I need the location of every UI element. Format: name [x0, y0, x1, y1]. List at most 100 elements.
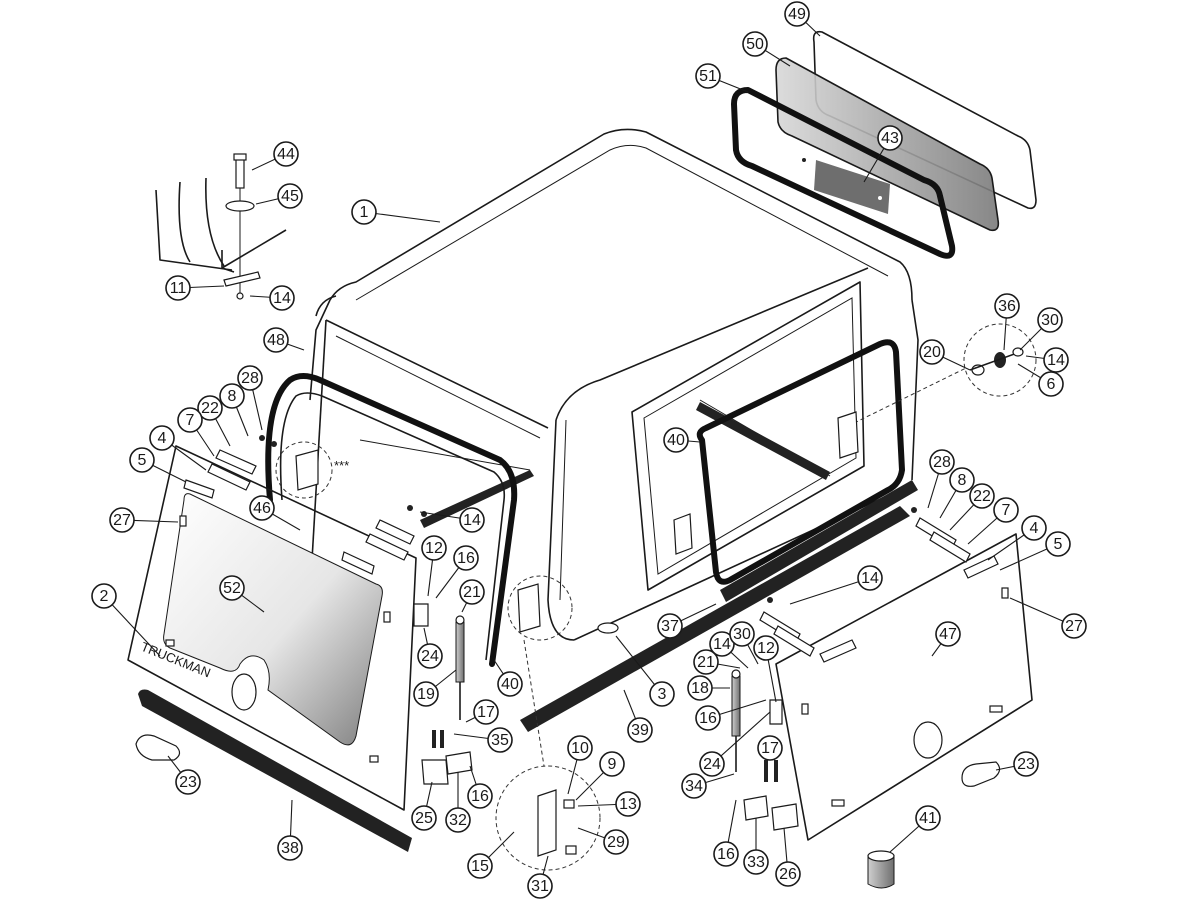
callout-c27a: 27	[109, 507, 135, 533]
callout-number: 12	[757, 640, 775, 657]
callout-c40a: 40	[663, 427, 689, 453]
rear-door-hinges	[207, 435, 427, 561]
gas-strut-rear	[455, 615, 465, 720]
callout-number: 16	[699, 710, 717, 727]
callout-number: 6	[1047, 376, 1056, 393]
callout-number: 27	[113, 512, 131, 529]
callout-circle	[1037, 307, 1063, 333]
callout-circle	[877, 125, 903, 151]
callout-number: 45	[281, 188, 299, 205]
callout-circle	[713, 841, 739, 867]
callout-c8b: 8	[949, 467, 975, 493]
callout-circle	[249, 495, 275, 521]
callout-c7a: 7	[177, 407, 203, 433]
callout-c40b: 40	[497, 671, 523, 697]
callout-c8a: 8	[219, 383, 245, 409]
callout-circle	[699, 751, 725, 777]
callout-circle	[1013, 751, 1039, 777]
callout-number: 36	[998, 298, 1016, 315]
callout-number: 17	[761, 740, 779, 757]
callout-c24a: 24	[417, 643, 443, 669]
side-window-latch	[673, 411, 859, 555]
callout-circle	[487, 727, 513, 753]
gas-strut-side	[731, 669, 741, 772]
callout-c14e: 14	[709, 631, 735, 657]
callout-circle	[1045, 531, 1071, 557]
callout-c2: 2	[91, 583, 117, 609]
callout-c5a: 5	[129, 447, 155, 473]
callout-c30a: 30	[1037, 307, 1063, 333]
callout-c36: 36	[994, 293, 1020, 319]
callout-c7b: 7	[993, 497, 1019, 523]
callout-number: 50	[746, 36, 764, 53]
callout-c34: 34	[681, 773, 707, 799]
callout-circle	[784, 1, 810, 27]
callout-c16c: 16	[467, 783, 493, 809]
callout-number: 14	[713, 636, 731, 653]
pillar-latch	[507, 575, 573, 641]
callout-circle	[129, 447, 155, 473]
callout-c37: 37	[657, 613, 683, 639]
asterisk-note: ***	[334, 458, 349, 473]
callout-c12a: 12	[421, 535, 447, 561]
callout-number: 9	[608, 756, 617, 773]
callout-number: 16	[717, 846, 735, 863]
callout-circle	[149, 425, 175, 451]
callout-number: 28	[241, 370, 259, 387]
callout-c14d: 14	[857, 565, 883, 591]
callout-circle	[775, 861, 801, 887]
callout-number: 31	[531, 878, 549, 895]
callout-c14a: 14	[269, 285, 295, 311]
callout-number: 28	[933, 454, 951, 471]
callout-c28b: 28	[929, 449, 955, 475]
callout-c14c: 14	[459, 507, 485, 533]
rear-window-glass-outer	[812, 30, 1037, 210]
callout-c28a: 28	[237, 365, 263, 391]
callout-circle	[567, 735, 593, 761]
callout-number: 44	[277, 146, 295, 163]
callout-circle	[687, 675, 713, 701]
callout-number: 4	[1030, 520, 1039, 537]
callout-number: 7	[186, 412, 195, 429]
callout-c4a: 4	[149, 425, 175, 451]
callout-c48: 48	[263, 327, 289, 353]
callout-c1: 1	[351, 199, 377, 225]
callout-number: 21	[463, 584, 481, 601]
callout-number: 2	[100, 588, 109, 605]
callout-number: 4	[158, 430, 167, 447]
callout-circle	[219, 383, 245, 409]
callout-circle	[627, 717, 653, 743]
callout-number: 21	[697, 654, 715, 671]
callout-circle	[743, 849, 769, 875]
callout-number: 14	[1047, 352, 1065, 369]
rear-window-latch-plate	[802, 158, 890, 214]
callout-circle	[994, 293, 1020, 319]
callout-circle	[197, 395, 223, 421]
callout-c39: 39	[627, 717, 653, 743]
callout-circle	[263, 327, 289, 353]
callout-circle	[91, 583, 117, 609]
callout-c23b: 23	[1013, 751, 1039, 777]
side-door-handle	[961, 761, 1001, 787]
callout-number: 39	[631, 722, 649, 739]
callout-number: 14	[463, 512, 481, 529]
callout-circle	[165, 275, 191, 301]
rear-door-handle	[135, 734, 181, 761]
callout-c29: 29	[603, 829, 629, 855]
callout-number: 26	[779, 866, 797, 883]
callout-number: 23	[1017, 756, 1035, 773]
callout-circle	[453, 545, 479, 571]
callout-c32: 32	[445, 807, 471, 833]
callout-number: 14	[861, 570, 879, 587]
callout-c21b: 21	[693, 649, 719, 675]
callout-circle	[729, 621, 755, 647]
callout-circle	[269, 285, 295, 311]
rear-window-seal	[731, 87, 956, 259]
callout-circle	[935, 621, 961, 647]
callout-circle	[1061, 613, 1087, 639]
callout-circle	[109, 507, 135, 533]
callout-number: 30	[733, 626, 751, 643]
callout-circle	[757, 735, 783, 761]
callout-c44: 44	[273, 141, 299, 167]
